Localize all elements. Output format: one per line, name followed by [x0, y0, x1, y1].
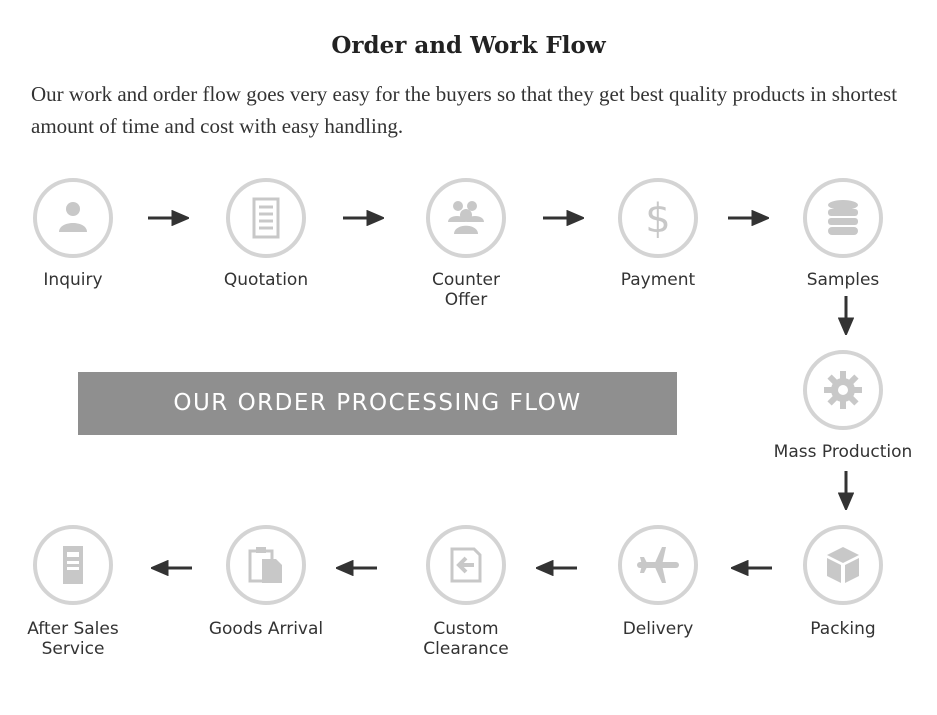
step-label-line: Payment: [620, 270, 696, 290]
step-samples-label: Samples: [763, 270, 923, 290]
airplane-icon: [637, 547, 679, 583]
step-samples-circle: [803, 178, 883, 258]
step-delivery-circle: [618, 525, 698, 605]
import-icon: [450, 547, 482, 583]
arrow-down-icon: [838, 296, 854, 335]
step-inquiry-circle: [33, 178, 113, 258]
arrow-right-icon: [543, 210, 584, 226]
step-packing-label: Packing: [763, 619, 923, 639]
intro-text: Our work and order flow goes very easy f…: [31, 82, 898, 138]
step-custom-clearance-circle: [426, 525, 506, 605]
step-payment-label: Payment: [578, 270, 738, 290]
step-label-line: Offer: [444, 290, 488, 310]
step-label-line: Clearance: [423, 639, 509, 659]
step-label-line: Mass Production: [773, 442, 913, 462]
step-label-line: Quotation: [223, 270, 309, 290]
step-after-sales-service-circle: [33, 525, 113, 605]
person-icon: [59, 202, 87, 232]
arrow-left-icon: [731, 560, 772, 576]
step-quotation-circle: [226, 178, 306, 258]
database-icon: [828, 200, 858, 235]
step-label-line: Goods Arrival: [208, 619, 324, 639]
arrow-left-icon: [151, 560, 192, 576]
order-processing-banner: OUR ORDER PROCESSING FLOW: [78, 372, 677, 435]
step-inquiry-label: Inquiry: [0, 270, 153, 290]
step-payment-circle: $: [618, 178, 698, 258]
step-label-line: Custom: [433, 619, 499, 639]
step-label-line: After Sales: [27, 619, 119, 639]
svg-text:$: $: [645, 196, 670, 240]
step-packing-circle: [803, 525, 883, 605]
dollar-icon: $: [645, 196, 670, 240]
document-icon: [252, 197, 280, 239]
arrow-down-icon: [838, 471, 854, 510]
step-goods-arrival-label: Goods Arrival: [186, 619, 346, 639]
step-label-line: Inquiry: [43, 270, 103, 290]
step-label-line: Packing: [810, 619, 876, 639]
arrow-left-icon: [336, 560, 377, 576]
step-mass-production-circle: [803, 350, 883, 430]
step-counter-offer-circle: [426, 178, 506, 258]
step-label-line: Samples: [806, 270, 880, 290]
box-icon: [827, 547, 859, 583]
clipboard-icon: [248, 547, 282, 583]
page-title: Order and Work Flow: [331, 32, 606, 59]
step-label-line: Counter: [432, 270, 500, 290]
arrow-right-icon: [728, 210, 769, 226]
group-icon: [448, 201, 484, 234]
arrow-left-icon: [536, 560, 577, 576]
arrow-right-icon: [148, 210, 189, 226]
step-mass-production-label: Mass Production: [763, 442, 923, 462]
arrow-right-icon: [343, 210, 384, 226]
step-label-line: Delivery: [622, 619, 694, 639]
service-icon: [63, 546, 83, 584]
step-goods-arrival-circle: [226, 525, 306, 605]
step-label-line: Service: [41, 639, 105, 659]
step-delivery-label: Delivery: [578, 619, 738, 639]
step-quotation-label: Quotation: [186, 270, 346, 290]
gear-icon: [824, 371, 862, 409]
